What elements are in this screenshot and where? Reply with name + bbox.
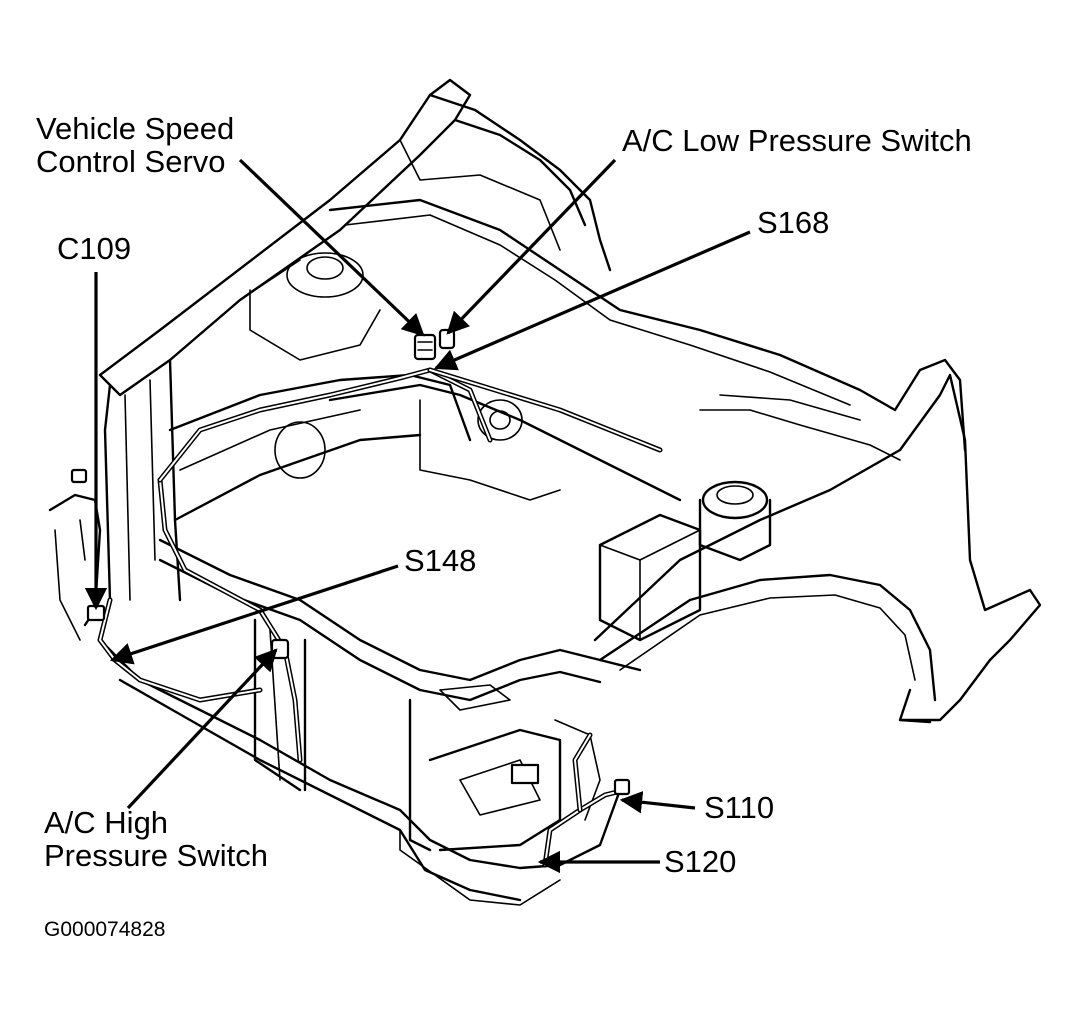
label-s168: S168 bbox=[757, 205, 830, 240]
c109-connector bbox=[86, 604, 106, 622]
leader-s148 bbox=[109, 564, 399, 665]
label-ac-high-line2: Pressure Switch bbox=[44, 838, 268, 873]
label-ac-low-pressure-switch: A/C Low Pressure Switch bbox=[622, 123, 972, 158]
label-c109: C109 bbox=[57, 231, 132, 266]
label-vehicle-speed-control-servo: Vehicle Speed Control Servo bbox=[36, 112, 234, 178]
label-s148: S148 bbox=[404, 543, 477, 578]
leader-s168 bbox=[433, 230, 751, 371]
vehicle-body-structure bbox=[48, 78, 1042, 906]
label-s110: S110 bbox=[704, 790, 775, 825]
leader-ac-high-pressure-switch bbox=[126, 648, 278, 810]
label-vehicle-speed-line2: Control Servo bbox=[36, 144, 226, 179]
leader-s110 bbox=[619, 791, 696, 814]
wiring-harness bbox=[97, 367, 663, 868]
s110-connector bbox=[613, 778, 631, 796]
ac-high-pressure-switch bbox=[270, 638, 290, 660]
label-ac-high-pressure-switch: A/C High Pressure Switch bbox=[44, 806, 268, 872]
label-ac-high-line1: A/C High bbox=[44, 805, 169, 840]
leader-vehicle-speed-control-servo bbox=[238, 158, 425, 337]
label-s120: S120 bbox=[664, 844, 737, 879]
figure-id: G000074828 bbox=[44, 918, 166, 941]
ac-low-pressure-switch bbox=[438, 328, 456, 350]
leader-ac-low-pressure-switch bbox=[446, 158, 617, 335]
vehicle-speed-control-servo bbox=[413, 333, 437, 361]
label-vehicle-speed-line1: Vehicle Speed bbox=[36, 111, 235, 146]
callout-leaders bbox=[84, 158, 751, 874]
